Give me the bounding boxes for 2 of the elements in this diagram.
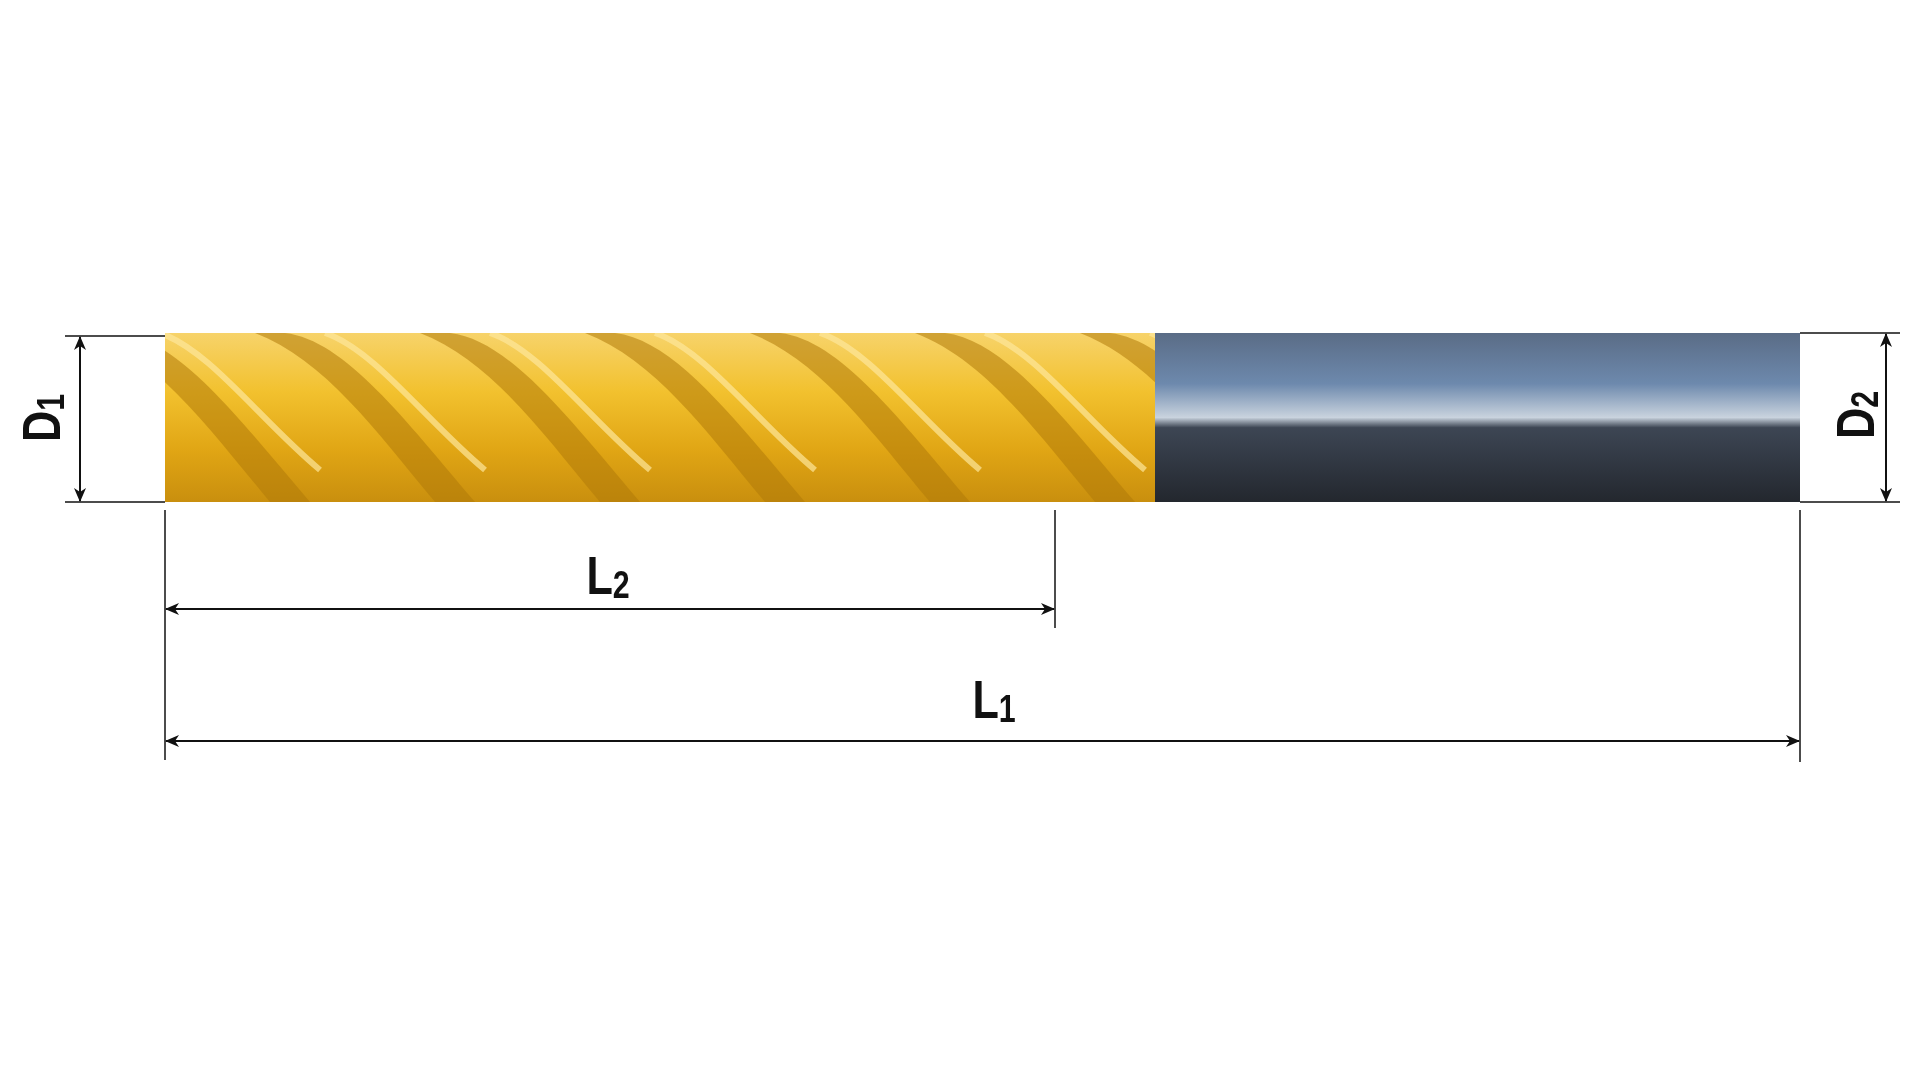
dimension-label: L$_{1}$ <box>972 672 1016 728</box>
dimension-label: L$_{2}$ <box>586 548 630 604</box>
